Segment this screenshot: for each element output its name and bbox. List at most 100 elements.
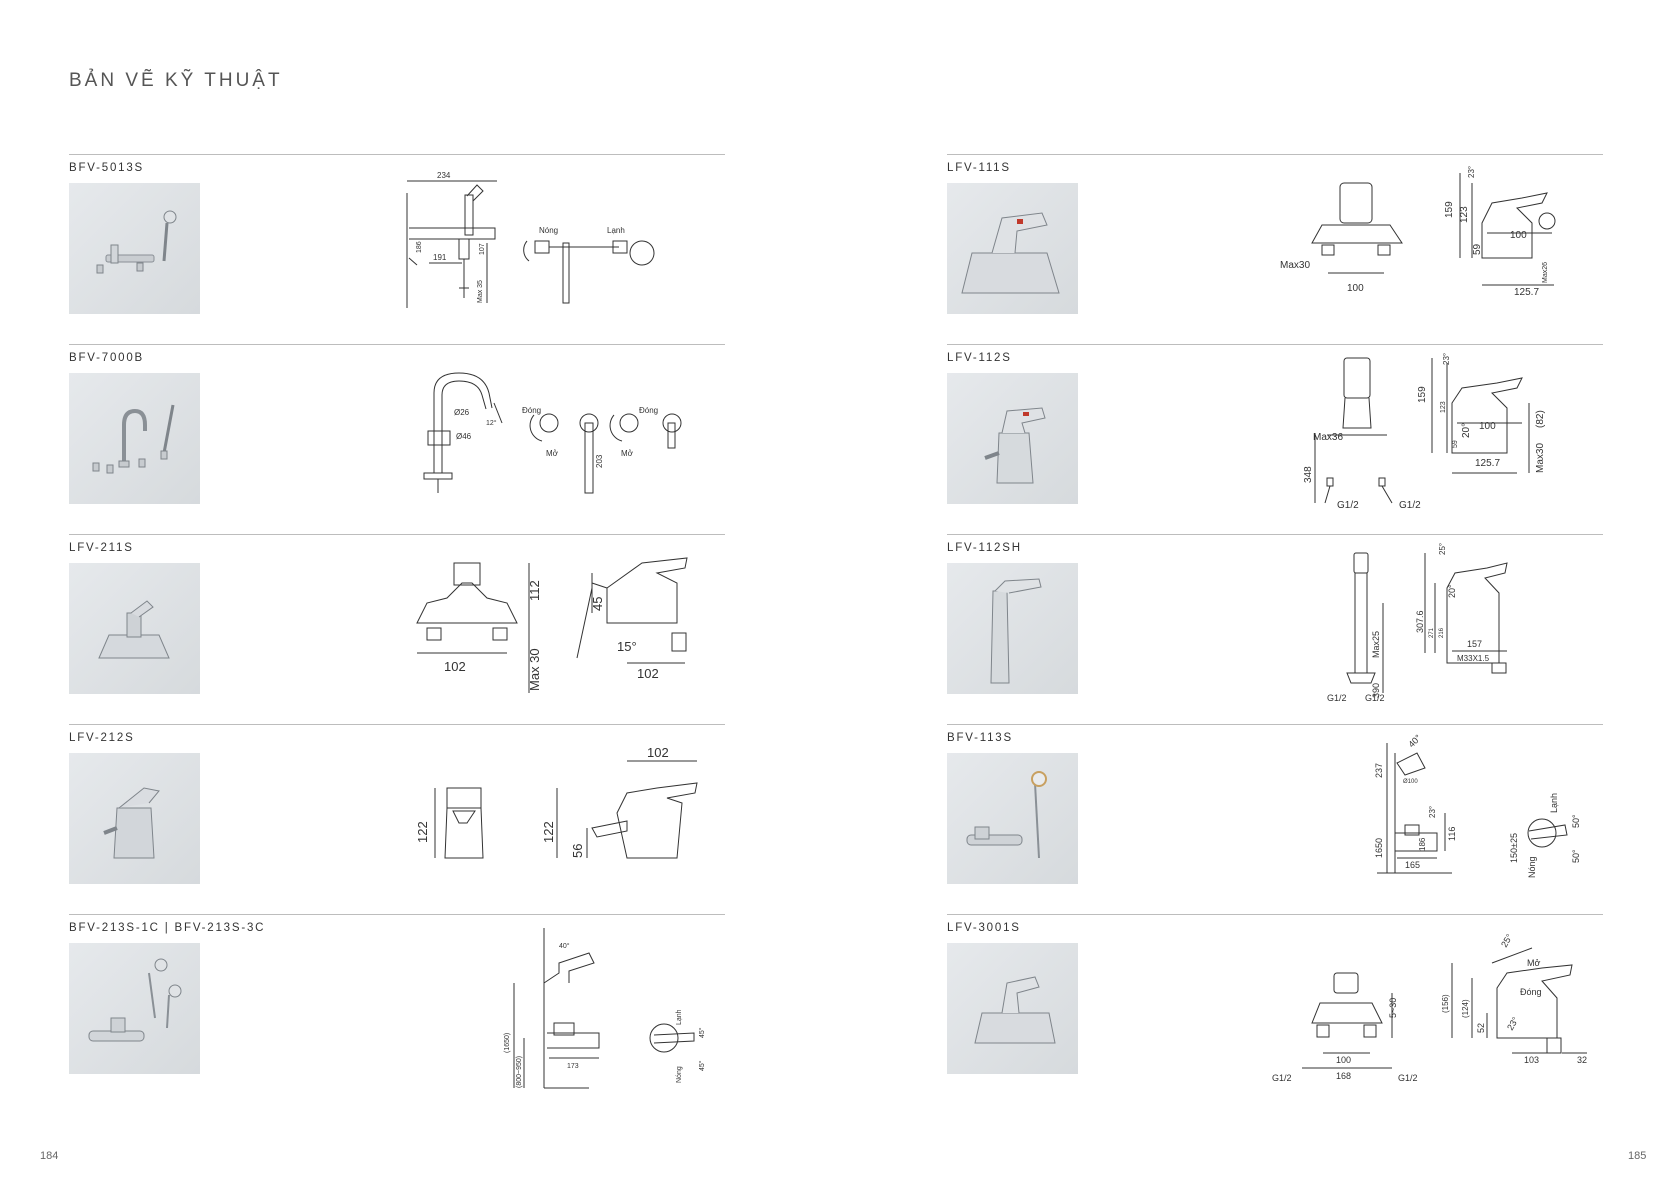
- label-open-2: Mở: [621, 449, 634, 458]
- product-photo: [69, 563, 200, 694]
- page-number-left: 184: [40, 1150, 59, 1162]
- dim-159: 159: [1444, 201, 1455, 218]
- product-row: LFV-112S Max36 34: [947, 344, 1603, 534]
- technical-drawing: 102 112 Max 30 45 15° 102: [416, 543, 717, 718]
- product-row: LFV-111S Max30 100: [947, 154, 1603, 344]
- dim-390: 390: [1371, 683, 1381, 698]
- dim-5-30: 5~30: [1388, 998, 1398, 1018]
- label-close-1: Đóng: [522, 406, 541, 415]
- dim-45deg-a: 45°: [698, 1027, 706, 1038]
- product-photo: [947, 943, 1078, 1074]
- thread-g12-b: G1/2: [1365, 693, 1385, 703]
- dim-123: 123: [1440, 401, 1447, 413]
- dim-45: 45: [590, 597, 605, 611]
- dim-max35: Max 35: [477, 280, 484, 303]
- dim-165: 165: [1405, 860, 1420, 870]
- thread-m33: M33X1.5: [1457, 654, 1490, 663]
- dim-56: 56: [570, 844, 585, 858]
- label-cold: Lạnh: [607, 226, 625, 235]
- label-close-2: Đóng: [639, 406, 658, 415]
- product-row: BFV-5013S: [69, 154, 725, 344]
- dim-25deg: 25°: [1438, 543, 1447, 555]
- dim-45deg-b: 45°: [698, 1060, 706, 1071]
- technical-drawing: 122 102 122 56: [415, 733, 727, 908]
- label-hot: Nóng: [676, 1066, 683, 1083]
- dim-50deg-a: 50°: [1571, 814, 1581, 828]
- dim-23deg: 23°: [1467, 166, 1476, 178]
- right-column: LFV-111S Max30 100: [947, 154, 1603, 1104]
- dim-23deg: 23°: [1505, 1015, 1521, 1032]
- product-row: LFV-212S 122: [69, 724, 725, 914]
- product-row: BFV-213S-1C | BFV-213S-3C: [69, 914, 725, 1104]
- product-photo: [947, 563, 1078, 694]
- product-code: LFV-3001S: [947, 922, 1021, 934]
- product-photo: [947, 373, 1078, 504]
- dim-271: 271: [1429, 627, 1435, 638]
- dim-186: 186: [1418, 837, 1427, 851]
- product-code: BFV-213S-1C | BFV-213S-3C: [69, 922, 266, 934]
- product-code: LFV-212S: [69, 732, 135, 744]
- dim-max30: Max30: [1280, 260, 1310, 271]
- dim-12deg: 12°: [486, 419, 497, 427]
- technical-drawing: Ø26 Ø46 12° Đóng Đóng Mở Mở 203: [414, 353, 704, 528]
- product-photo: [947, 753, 1078, 884]
- dim-59: 59: [1472, 243, 1483, 255]
- thread-g12-a: G1/2: [1327, 693, 1347, 703]
- dim-186: 186: [416, 241, 423, 253]
- dim-100: 100: [1336, 1055, 1351, 1065]
- label-open-1: Mở: [546, 449, 559, 458]
- dim-max30: Max 30: [527, 648, 542, 691]
- dim-25deg: 25°: [1499, 932, 1515, 949]
- dim-23deg: 23°: [1428, 806, 1437, 818]
- dim-173: 173: [567, 1063, 579, 1070]
- product-code: BFV-113S: [947, 732, 1013, 744]
- product-row: BFV-113S 237: [947, 724, 1603, 914]
- dim-59: 59: [1452, 440, 1459, 448]
- dim-150-25: 150±25: [1509, 833, 1519, 863]
- product-code: BFV-7000B: [69, 352, 145, 364]
- technical-drawing: 237 40° Ø100 1650 23° 116 186 165 150±25…: [1367, 732, 1597, 908]
- product-photo: [69, 753, 200, 884]
- dim-40deg: 40°: [559, 942, 570, 950]
- dim-23deg: 23°: [1442, 353, 1451, 365]
- dim-159: 159: [1417, 386, 1428, 403]
- label-hot: Nóng: [1527, 856, 1537, 878]
- dim-1650: (1650): [504, 1033, 511, 1053]
- product-code: LFV-112SH: [947, 542, 1022, 554]
- dim-107: 107: [479, 243, 486, 255]
- dim-82: (82): [1535, 410, 1546, 428]
- dim-20deg: 20°: [1461, 423, 1472, 438]
- dim-237: 237: [1374, 763, 1384, 778]
- dim-102: 102: [647, 745, 669, 760]
- dim-1650: 1650: [1374, 838, 1384, 858]
- dim-124: (124): [1461, 999, 1470, 1018]
- product-code: LFV-112S: [947, 352, 1012, 364]
- dim-d46: Ø46: [456, 432, 472, 441]
- dim-max30: Max30: [1535, 443, 1546, 473]
- technical-drawing: 234 191 186 107 Max 35 Nóng Lạnh: [406, 163, 657, 338]
- product-photo: [69, 373, 200, 504]
- dim-52: 52: [1476, 1023, 1486, 1033]
- dim-20deg: 20°: [1447, 584, 1457, 598]
- page-number-right: 185: [1628, 1150, 1647, 1162]
- thread-g12-a: G1/2: [1337, 500, 1359, 511]
- dim-max25: Max25: [1371, 631, 1381, 658]
- label-hot: Nóng: [539, 226, 558, 235]
- dim-307-6: 307.6: [1415, 610, 1425, 633]
- dim-100-a: 100: [1347, 283, 1364, 294]
- product-row: BFV-7000B: [69, 344, 725, 534]
- dim-40deg: 40°: [1406, 732, 1423, 749]
- dim-348: 348: [1303, 466, 1314, 483]
- label-close: Đóng: [1520, 987, 1542, 997]
- dim-116: 116: [1447, 827, 1457, 841]
- thread-g12-b: G1/2: [1399, 500, 1421, 511]
- product-code: LFV-211S: [69, 542, 134, 554]
- product-photo: [947, 183, 1078, 314]
- dim-216: 216: [1439, 627, 1445, 638]
- label-open: Mở: [1527, 958, 1540, 968]
- dim-122-b: 122: [541, 821, 556, 843]
- thread-g12-a: G1/2: [1272, 1073, 1292, 1083]
- technical-drawing: Max25 390 G1/2 G1/2 307.6 271 216 20° 15…: [1327, 543, 1607, 718]
- dim-103: 103: [1524, 1055, 1539, 1065]
- dim-168: 168: [1336, 1071, 1351, 1081]
